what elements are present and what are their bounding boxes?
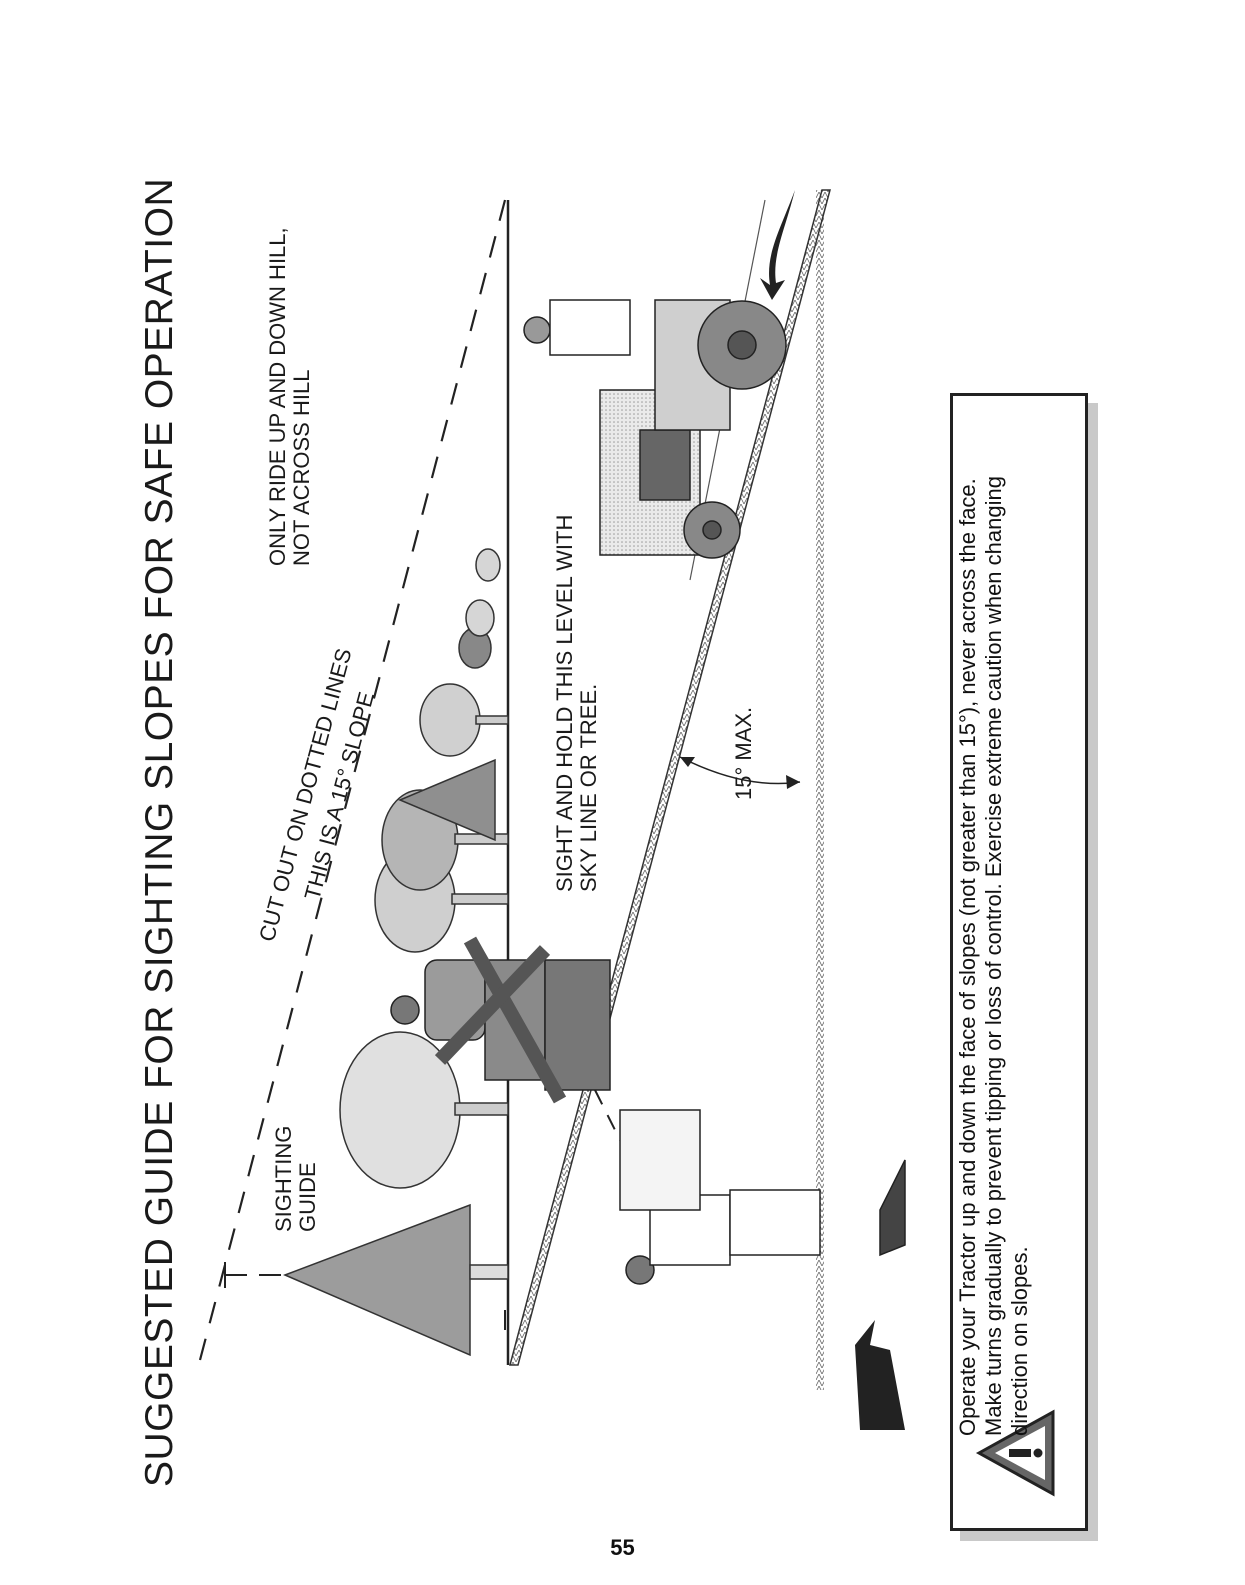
tree-row	[374, 548, 509, 953]
conifer-tree	[283, 1203, 509, 1357]
sighting-guide-label: SIGHTING GUIDE	[271, 1125, 320, 1232]
warning-triangle-icon	[975, 1409, 1055, 1497]
only-ride-label: ONLY RIDE UP AND DOWN HILL, NOT ACROSS H…	[265, 227, 314, 566]
downhill-arrow-icon	[760, 190, 795, 300]
max-angle-label: 15° MAX.	[731, 706, 756, 800]
sighting-dashed-line	[198, 199, 507, 1361]
page-number: 55	[610, 1535, 635, 1560]
uphill-arrow-icon	[855, 1320, 905, 1430]
crossed-out-rider	[390, 936, 611, 1104]
caution-text: Operate your Tractor up and down the fac…	[955, 476, 1032, 1436]
tractor-on-slope	[523, 299, 787, 559]
standing-person	[619, 1109, 906, 1285]
sight-hold-label: SIGHT AND HOLD THIS LEVEL WITH SKY LINE …	[552, 514, 601, 892]
deciduous-tree	[339, 1031, 509, 1189]
caution-box: Operate your Tractor up and down the fac…	[950, 393, 1088, 1531]
